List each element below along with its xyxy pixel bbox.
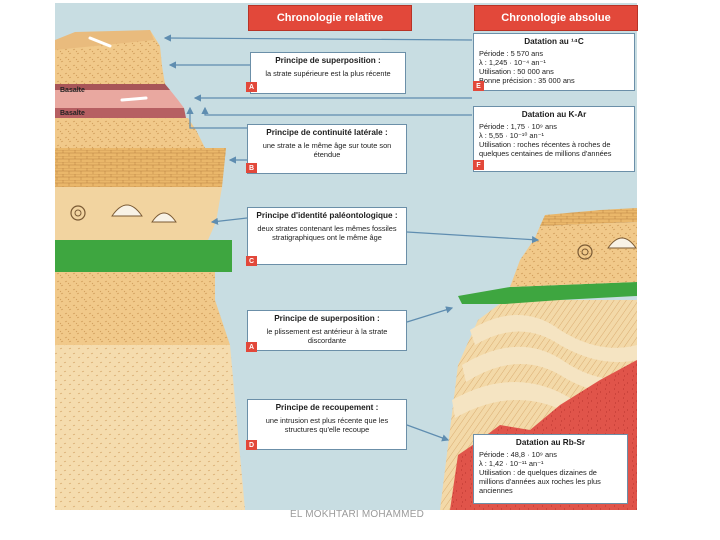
shell-fossil-3 (607, 237, 637, 249)
left-brick-layer (55, 148, 226, 187)
basalt-label-upper: Basalte (60, 87, 85, 94)
principle-box-recoupement: Principe de recoupement : une intrusion … (247, 399, 407, 450)
dating-line: Utilisation : de quelques dizaines de mi… (479, 468, 601, 495)
left-basalt-lower (55, 108, 186, 118)
connector-arrows (163, 34, 540, 442)
header-chronologie-absolue: Chronologie absolue (474, 5, 638, 31)
dating-line: Utilisation : 50 000 ans (479, 67, 554, 76)
principle-text: une intrusion est plus récente que les s… (265, 416, 389, 434)
letter-badge: B (246, 163, 257, 173)
dating-box-c14: Datation au ¹⁴C Période : 5 570 ans λ : … (473, 33, 635, 91)
dating-box-rb-sr: Datation au Rb-Sr Période : 48,8 · 10⁹ a… (473, 434, 628, 504)
dating-line: Période : 1,75 · 10⁹ ans (479, 122, 557, 131)
left-basalt-upper (55, 84, 170, 90)
basalt-label-lower: Basalte (60, 110, 85, 117)
letter-badge: A (246, 82, 257, 92)
shell-fossil-2 (151, 212, 177, 223)
left-sediment-base (55, 262, 230, 345)
dating-line: Bonne précision : 35 000 ans (479, 76, 575, 85)
principle-text: la strate supérieure est la plus récente (265, 69, 391, 78)
dating-line: λ : 1,42 · 10⁻¹¹ an⁻¹ (479, 459, 544, 468)
fold-layer-2 (462, 346, 637, 394)
principle-box-identite-paleontologique: Principe d'identité paléontologique : de… (247, 207, 407, 265)
left-top-sand (55, 30, 165, 84)
ammonite-fossil-1 (70, 205, 86, 221)
dating-line: Période : 5 570 ans (479, 49, 544, 58)
ammonite-fossil-2 (577, 244, 593, 260)
letter-badge: C (246, 256, 257, 266)
left-green-layer (55, 240, 232, 272)
principle-title: Principe de superposition : (275, 56, 381, 65)
left-pink-layer (55, 90, 184, 108)
letter-badge: E (473, 81, 484, 91)
principle-title: Principe d'identité paléontologique : (256, 211, 398, 220)
dating-line: Utilisation : roches récentes à roches d… (479, 140, 612, 158)
left-upper-sand (55, 118, 205, 148)
fold-layer-1 (470, 315, 637, 363)
dating-line: λ : 1,245 · 10⁻⁴ an⁻¹ (479, 58, 546, 67)
principle-text: le plissement est antérieur à la strate … (266, 327, 388, 345)
right-upper-sediment (510, 222, 637, 287)
dating-title: Datation au Rb-Sr (515, 438, 586, 447)
letter-badge: F (473, 160, 484, 170)
principle-title: Principe de superposition : (274, 314, 380, 323)
right-green-layer (458, 282, 637, 304)
shell-fossil-1 (111, 204, 143, 217)
dating-box-k-ar: Datation au K-Ar Période : 1,75 · 10⁹ an… (473, 106, 635, 172)
dating-title: Datation au K-Ar (521, 110, 587, 119)
header-chronologie-relative: Chronologie relative (248, 5, 412, 31)
principle-title: Principe de recoupement : (275, 403, 379, 412)
principle-text: deux strates contenant les mêmes fossile… (257, 224, 397, 242)
right-cap (540, 208, 637, 226)
left-cap (55, 30, 154, 50)
principle-box-superposition-discordance: Principe de superposition : le plissemen… (247, 310, 407, 351)
dating-line: Période : 48,8 · 10⁹ ans (479, 450, 557, 459)
left-cliff (55, 30, 245, 510)
author-credit: EL MOKHTARI MOHAMMED (290, 509, 425, 520)
bone-fossil-1 (88, 36, 112, 48)
principle-box-continuite-laterale: Principe de continuité latérale : une st… (247, 124, 407, 174)
principle-box-superposition: Principe de superposition : la strate su… (250, 52, 406, 94)
dating-title: Datation au ¹⁴C (524, 37, 584, 46)
letter-badge: A (246, 342, 257, 352)
bone-fossil-2 (120, 96, 148, 102)
left-bottom-sediment (55, 345, 245, 510)
principle-text: une strate a le même âge sur toute son é… (262, 141, 392, 159)
principle-title: Principe de continuité latérale : (266, 128, 388, 137)
dating-line: λ : 5,55 · 10⁻¹⁰ an⁻¹ (479, 131, 544, 140)
letter-badge: D (246, 440, 257, 450)
